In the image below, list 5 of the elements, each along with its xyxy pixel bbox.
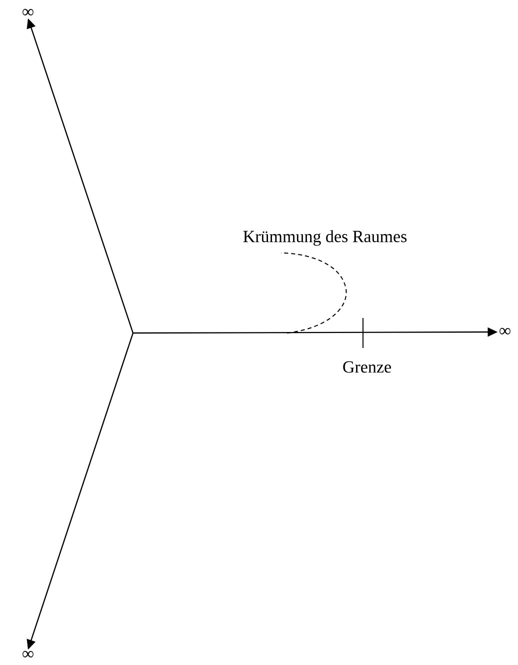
axis-label: Krümmung des Raumes xyxy=(243,230,407,246)
axis-label: Grenze xyxy=(343,361,391,373)
infinity-label: ∞ xyxy=(500,328,510,334)
infinity-label: ∞ xyxy=(22,650,34,658)
infinity-label: ∞ xyxy=(22,8,34,16)
